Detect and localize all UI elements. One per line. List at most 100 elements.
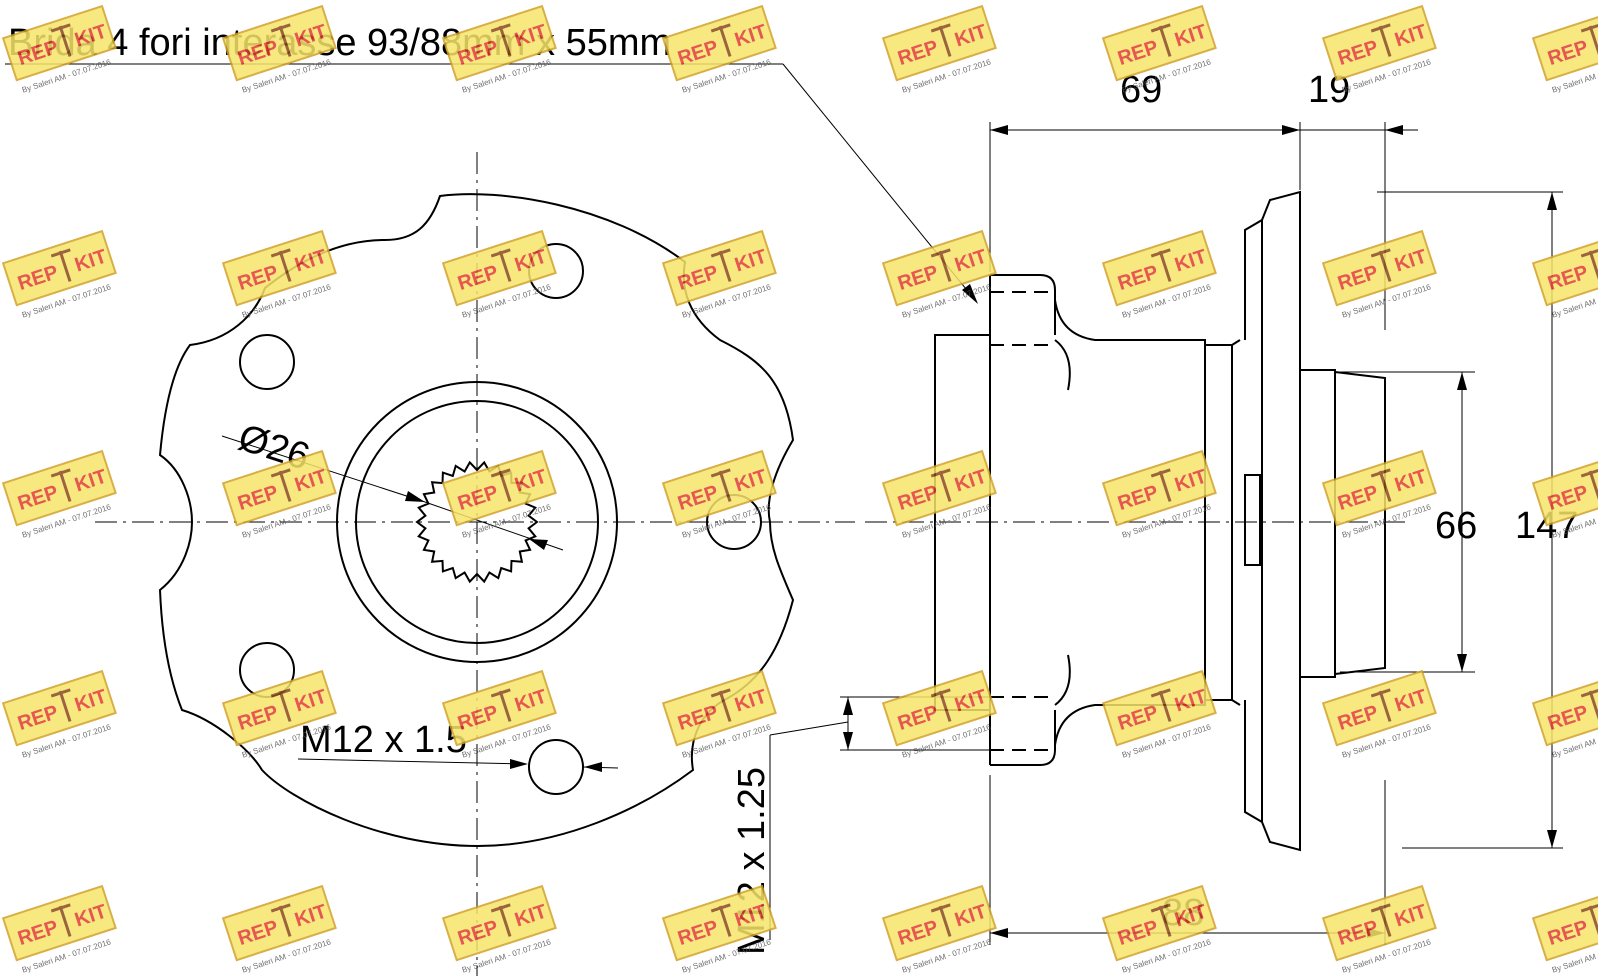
body-step-4 — [1231, 699, 1241, 706]
wrench-icon — [930, 468, 952, 502]
watermark-badge — [661, 449, 777, 527]
wrench-icon — [930, 248, 952, 282]
watermark-badge — [221, 884, 337, 962]
dim-69-arrow-left — [990, 125, 1008, 135]
watermark-badge — [1101, 884, 1217, 962]
watermark-badge — [1531, 229, 1598, 307]
dim-69-arrow-right — [1282, 125, 1300, 135]
watermark-badge — [1321, 449, 1437, 527]
thread-bolt-arrow-left — [510, 759, 528, 769]
wrench-icon — [1580, 903, 1598, 937]
watermark-badge — [1101, 449, 1217, 527]
wrench-icon — [710, 903, 732, 937]
watermark-badge — [441, 884, 557, 962]
hub-inner-ring — [355, 400, 599, 644]
wrench-icon — [930, 903, 952, 937]
thread-bolt-leader — [297, 758, 526, 765]
watermark-badge — [881, 229, 997, 307]
body-step-3 — [1231, 339, 1241, 346]
watermark-badge — [1, 669, 117, 747]
body-step-2 — [1205, 344, 1233, 701]
wrench-icon — [490, 248, 512, 282]
wrench-icon — [710, 468, 732, 502]
watermark-badge — [441, 449, 557, 527]
wrench-icon — [270, 688, 292, 722]
dim-66-label: 66 — [1435, 505, 1477, 547]
wrench-icon — [1370, 23, 1392, 57]
wrench-icon — [50, 248, 72, 282]
thread-bolt-arrow-right — [584, 762, 602, 772]
wrench-icon — [50, 688, 72, 722]
wrench-icon — [930, 23, 952, 57]
watermark-badge — [1101, 4, 1217, 82]
hub-outer-ring — [336, 381, 618, 663]
watermark-badge — [1531, 884, 1598, 962]
wrench-icon — [710, 23, 732, 57]
wrench-icon — [1580, 468, 1598, 502]
watermark-badge — [1321, 669, 1437, 747]
stud-boss-top — [989, 274, 1056, 335]
watermark-badge — [221, 669, 337, 747]
watermark-badge — [661, 229, 777, 307]
dim-66-arrow-top — [1457, 372, 1467, 390]
watermark-badge — [1, 884, 117, 962]
dim-147-arrow-bottom — [1547, 830, 1557, 848]
wrench-icon — [490, 468, 512, 502]
watermark-badge — [881, 4, 997, 82]
flange-plate — [1244, 190, 1301, 852]
wrench-icon — [710, 248, 732, 282]
wrench-icon — [270, 248, 292, 282]
watermark-badge — [1321, 229, 1437, 307]
watermark-badge — [1101, 669, 1217, 747]
wrench-icon — [930, 688, 952, 722]
watermark-badge — [661, 4, 777, 82]
watermark-badge — [221, 449, 337, 527]
wrench-icon — [1580, 248, 1598, 282]
watermark-badge — [1531, 4, 1598, 82]
watermark-badge — [1321, 4, 1437, 82]
watermark-badge — [1, 229, 117, 307]
side-view — [865, 190, 1410, 852]
dim-147-arrow-top — [1547, 192, 1557, 210]
watermark-badge — [221, 229, 337, 307]
wrench-icon — [490, 688, 512, 722]
wrench-icon — [1150, 248, 1172, 282]
title-leader-arrow — [962, 284, 978, 304]
stud-boss-bottom — [989, 710, 1056, 766]
watermark-badge — [1101, 229, 1217, 307]
watermark-badge — [881, 884, 997, 962]
wrench-icon — [710, 688, 732, 722]
wrench-icon — [1150, 903, 1172, 937]
wrench-icon — [1580, 688, 1598, 722]
wrench-icon — [1370, 468, 1392, 502]
wrench-icon — [490, 23, 512, 57]
wrench-icon — [490, 903, 512, 937]
watermark-badge — [881, 449, 997, 527]
dim-88-arrow-left — [990, 928, 1008, 938]
watermark-badge — [1531, 669, 1598, 747]
watermark-badge — [441, 4, 557, 82]
